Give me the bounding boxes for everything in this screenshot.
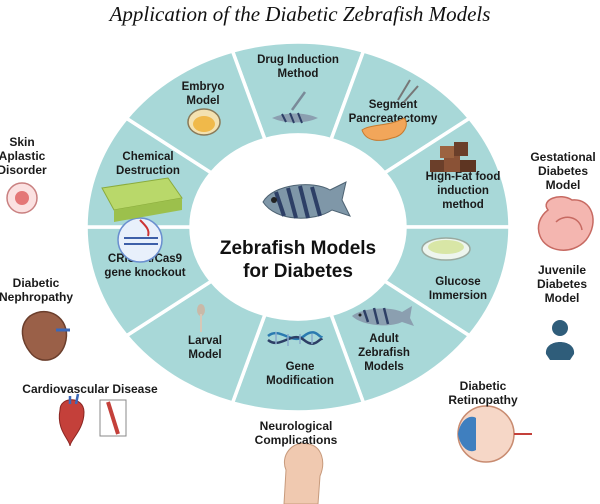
- outer-label-neurological-complications: Neurological: [260, 419, 333, 433]
- segment-label-embryo-model: Model: [186, 95, 219, 107]
- outer-label-neurological-complications: Complications: [255, 433, 338, 447]
- syringe-icon: [272, 91, 318, 124]
- center-title-line2: for Diabetes: [243, 261, 353, 282]
- outer-label-skin-aplastic-disorder: Skin: [9, 135, 34, 149]
- person-icon: [545, 320, 575, 360]
- outer-label-skin-aplastic-disorder: Aplastic: [0, 149, 46, 163]
- segment-label-glucose-immersion: Glucose: [435, 276, 480, 288]
- segment-label-high-fat-food: method: [442, 199, 484, 211]
- segment-label-high-fat-food: High-Fat food: [426, 171, 501, 183]
- outer-label-gestational-diabetes: Diabetes: [538, 164, 588, 178]
- outer-label-juvenile-diabetes: Juvenile: [538, 263, 586, 277]
- heart-icon: [58, 393, 127, 447]
- outer-label-diabetic-retinopathy: Diabetic: [460, 379, 507, 393]
- outer-label-juvenile-diabetes: Diabetes: [537, 277, 587, 291]
- segment-label-drug-induction: Drug Induction: [257, 54, 339, 66]
- segment-label-gene-modification: Gene: [286, 361, 315, 373]
- segment-label-embryo-model: Embryo: [182, 81, 225, 93]
- sponge-icon: [101, 177, 183, 222]
- fish-icon: [262, 181, 351, 219]
- dna-icon: [267, 331, 324, 346]
- segment-label-segment-pancreatectomy: Segment: [369, 99, 418, 111]
- petri-dish-icon: [421, 237, 471, 261]
- fish-small-icon: [352, 306, 414, 326]
- segment-label-adult-zebrafish: Zebrafish: [358, 347, 410, 359]
- segment-label-larval-model: Model: [188, 349, 221, 361]
- segment-label-adult-zebrafish: Adult: [369, 333, 399, 345]
- segment-label-chemical-destruction: Destruction: [116, 165, 180, 177]
- plasmid-icon: [117, 217, 163, 263]
- page-title: Application of the Diabetic Zebrafish Mo…: [109, 2, 491, 26]
- segment-label-larval-model: Larval: [188, 335, 222, 347]
- outer-label-diabetic-nephropathy: Nephropathy: [0, 290, 73, 304]
- segment-label-crispr-cas9: gene knockout: [104, 267, 185, 279]
- embryo-icon: [187, 108, 221, 136]
- outer-label-juvenile-diabetes: Model: [545, 291, 580, 305]
- outer-label-gestational-diabetes: Gestational: [530, 150, 595, 164]
- segment-label-adult-zebrafish: Models: [364, 361, 404, 373]
- outer-label-skin-aplastic-disorder: Disorder: [0, 163, 47, 177]
- uterus-icon: [537, 196, 594, 251]
- segment-label-chemical-destruction: Chemical: [122, 151, 173, 163]
- segment-label-glucose-immersion: Immersion: [429, 290, 487, 302]
- center-circle: [191, 135, 405, 319]
- kidney-icon: [21, 310, 70, 361]
- center-title-line1: Zebrafish Models: [220, 238, 376, 259]
- outer-label-cardiovascular-disease: Cardiovascular Disease: [22, 382, 158, 396]
- outer-label-gestational-diabetes: Model: [546, 178, 581, 192]
- eye-icon: [457, 405, 532, 463]
- head-icon: [283, 442, 324, 504]
- outer-label-diabetic-nephropathy: Diabetic: [13, 276, 60, 290]
- segment-label-segment-pancreatectomy: Pancreatectomy: [349, 113, 438, 125]
- skin-cell-icon: [6, 182, 38, 214]
- segment-label-drug-induction: Method: [278, 68, 319, 80]
- segment-label-high-fat-food: induction: [437, 185, 489, 197]
- outer-label-diabetic-retinopathy: Retinopathy: [448, 393, 518, 407]
- pancreas-icon: [361, 79, 419, 141]
- segment-label-gene-modification: Modification: [266, 375, 334, 387]
- food-blocks-icon: [430, 142, 476, 172]
- larva-icon: [197, 304, 205, 332]
